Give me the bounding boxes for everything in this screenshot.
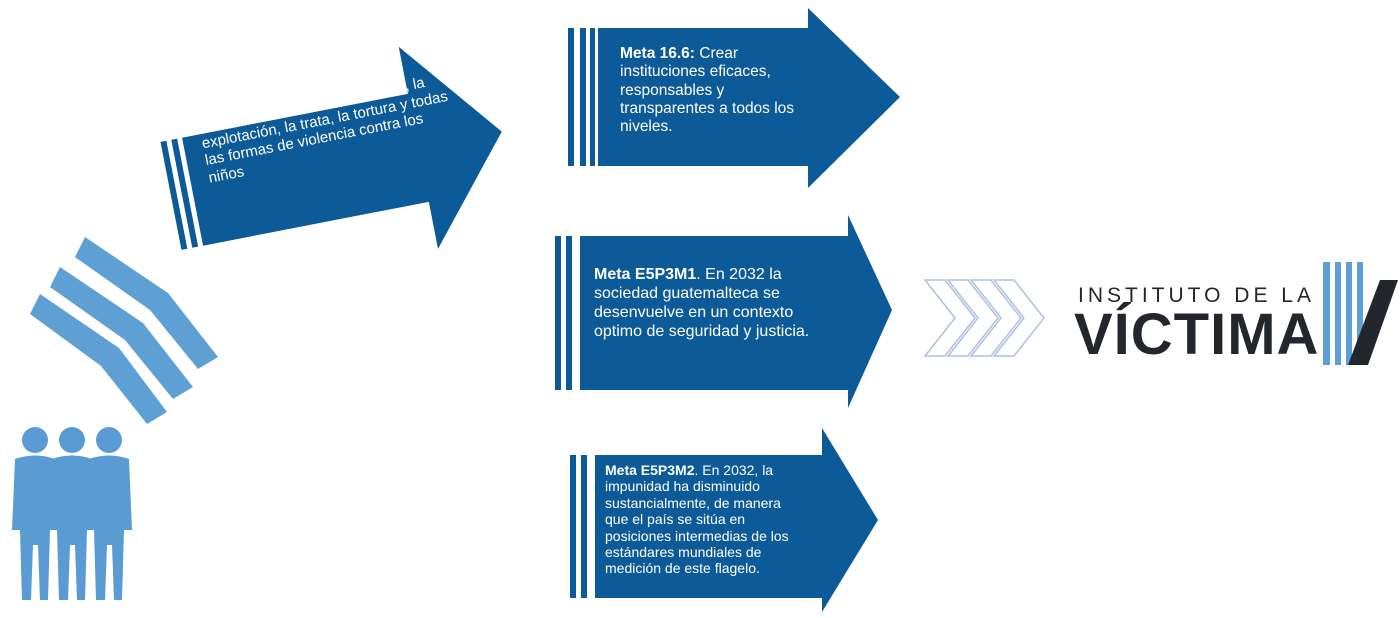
stacked-chevron-icon [30,237,218,424]
logo-main-line: VÍCTIMA [1074,302,1320,367]
goal-arrow-1 [160,46,502,250]
goal-text-2: Meta 16.6: Crear instituciones eficaces,… [620,45,820,136]
goal-arrow-2 [568,8,900,188]
people-group-icon [12,427,132,600]
logo-top-line: INSTITUTO DE LA [1078,284,1315,307]
goal-label-2: Meta 16.6: [620,45,695,62]
goal-description-3: . En 2032 la sociedad guatemalteca se de… [594,266,810,340]
goal-arrow-3 [555,215,892,408]
goal-label-4: Meta E5P3M2 [605,462,695,478]
goal-text-4: Meta E5P3M2. En 2032, la impunidad ha di… [605,462,805,577]
goal-text-3: Meta E5P3M1. En 2032 la sociedad guatema… [594,266,844,342]
goal-description-2: Crear instituciones eficaces, responsabl… [620,45,795,136]
goal-description-4: . En 2032, la impunidad ha disminuido su… [605,462,789,577]
goal-label-3: Meta E5P3M1 [594,266,697,283]
outline-chevrons-icon [923,279,1045,357]
goal-arrow-4 [570,428,878,612]
logo-slash-icon [1323,262,1398,365]
